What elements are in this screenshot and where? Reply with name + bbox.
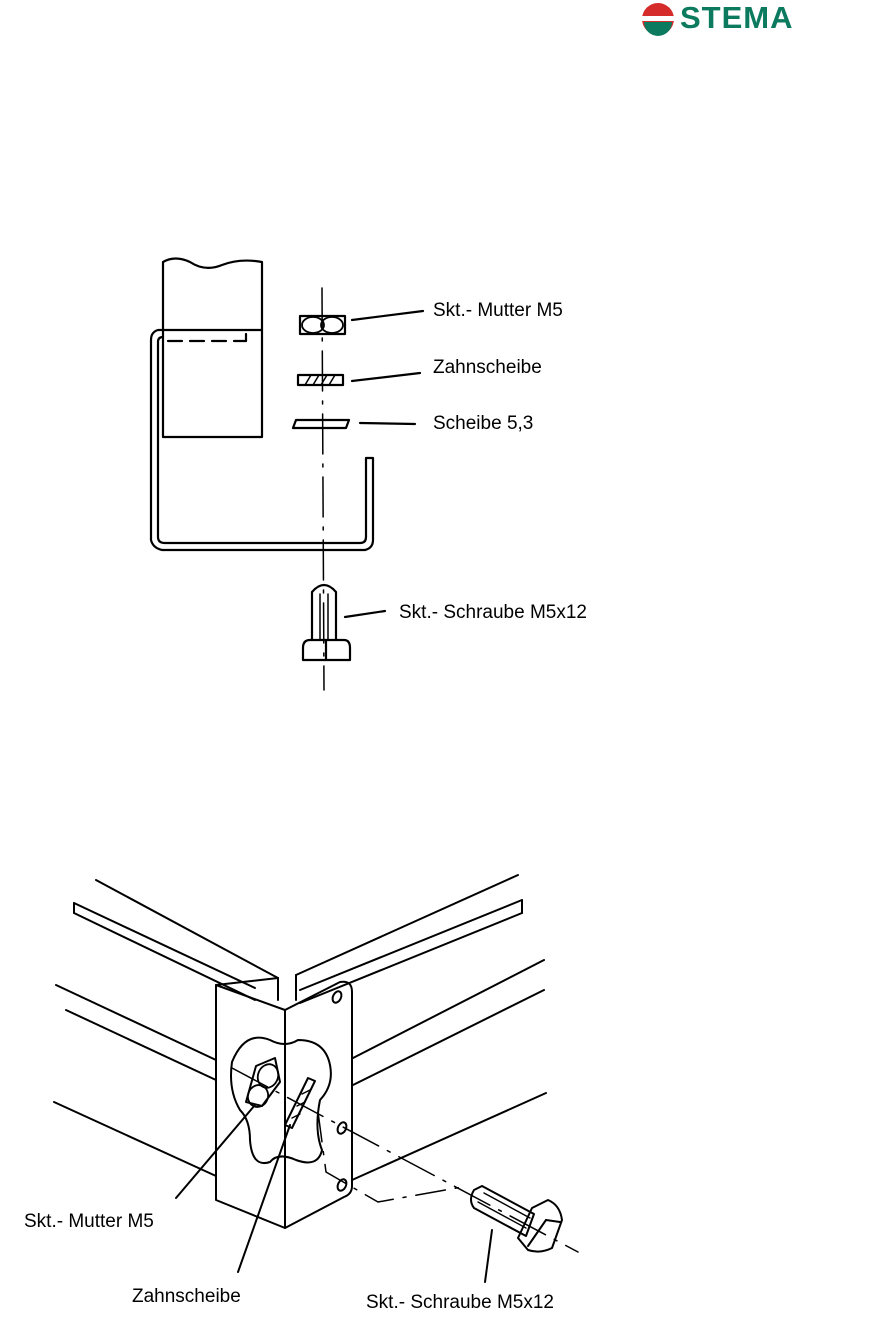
top-label-toothed-washer: Zahnscheibe [433, 357, 542, 378]
bottom-center-axis [231, 1067, 579, 1253]
bottom-label-nut: Skt.- Mutter M5 [24, 1211, 154, 1232]
flat-washer [291, 418, 417, 430]
vertical-post [161, 257, 264, 439]
bottom-label-bolt: Skt.- Schraube M5x12 [366, 1292, 554, 1313]
hex-nut [298, 309, 425, 336]
cutaway-nut [245, 1057, 281, 1108]
top-label-nut: Skt.- Mutter M5 [433, 300, 563, 321]
cutaway-toothed-washer [284, 1077, 316, 1129]
cutaway-view [230, 1036, 332, 1164]
right-profile [295, 874, 547, 1181]
bottom-hex-bolt [470, 1185, 563, 1253]
corner-bracket [215, 977, 353, 1229]
stema-logo: STEMA [640, 0, 850, 38]
top-exploded-diagram [149, 257, 425, 691]
top-label-washer: Scheibe 5,3 [433, 413, 534, 434]
leader-toothed-washer [237, 1124, 291, 1273]
leader-bolt [484, 1229, 493, 1283]
bottom-label-toothed-washer: Zahnscheibe [132, 1286, 241, 1307]
left-profile [53, 879, 279, 1177]
leader-nut [175, 1104, 256, 1199]
top-label-bolt: Skt.- Schraube M5x12 [399, 602, 587, 623]
hex-bolt [301, 583, 387, 662]
center-axis [321, 287, 325, 691]
assembly-path [317, 1111, 463, 1203]
stema-logo-text: STEMA [680, 0, 794, 35]
stema-logo-icon [642, 3, 674, 36]
u-bracket [149, 328, 375, 552]
toothed-washer [296, 371, 422, 387]
